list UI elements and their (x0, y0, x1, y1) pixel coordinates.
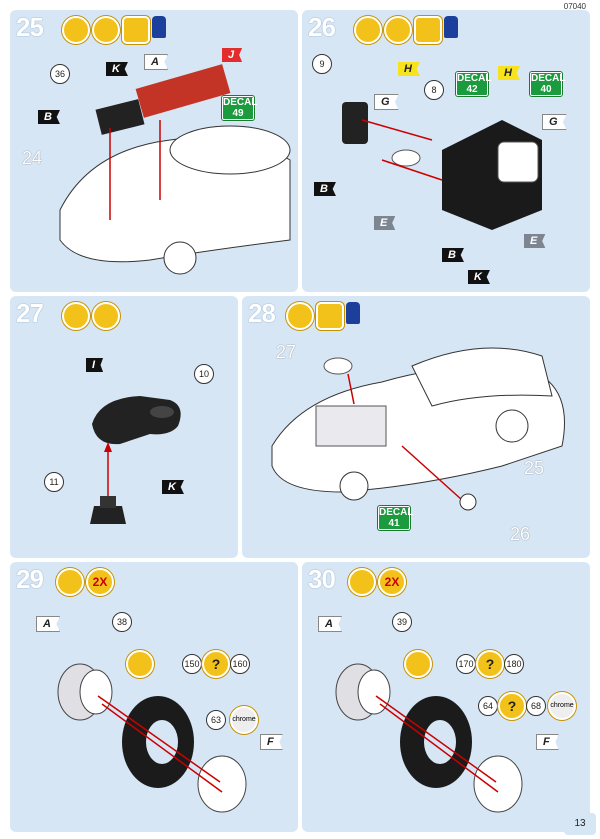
step-27-panel: 27 I K 10 11 (10, 296, 238, 558)
flag-j: J (222, 48, 243, 62)
callout-36: 36 (50, 64, 70, 84)
callout-160: 160 (230, 654, 250, 674)
paint-brush-icon (92, 16, 120, 44)
step-number: 27 (16, 298, 44, 328)
star-box-icon (122, 16, 150, 44)
paint-pot-icon (152, 16, 166, 38)
callout-180: 180 (504, 654, 524, 674)
glue-icon (62, 16, 90, 44)
callout-11: 11 (44, 472, 64, 492)
question-icon: ? (202, 650, 230, 678)
callout-38: 38 (112, 612, 132, 632)
paint-brush-icon (384, 16, 412, 44)
callout-39: 39 (392, 612, 412, 632)
step-30-panel: 30 2X A F 39 170 ? 180 64 ? 68 chrome (302, 562, 590, 832)
step-28-drawing (271, 347, 565, 511)
flag-b: B (38, 110, 60, 124)
flag-i: I (86, 358, 104, 372)
glue-icon (126, 650, 154, 678)
step-number: 28 (248, 298, 276, 328)
step-29-panel: 29 2X A F 38 150 ? 160 63 chrome (10, 562, 298, 832)
star-box-icon (414, 16, 442, 44)
quantity-badge: 2X (378, 568, 406, 596)
glue-icon (404, 650, 432, 678)
callout-68: 68 (526, 696, 546, 716)
flag-k: K (468, 270, 490, 284)
callout-64: 64 (478, 696, 498, 716)
part-label-26: 26 (510, 524, 531, 544)
step-27-drawing (90, 396, 181, 524)
step-29-drawing (57, 663, 247, 813)
step-number: 25 (16, 12, 44, 42)
glue-icon (62, 302, 90, 330)
step-number: 30 (308, 564, 336, 594)
star-box-icon (316, 302, 344, 330)
paint-brush-icon (56, 568, 84, 596)
kit-code: 07040 (563, 2, 586, 11)
question-icon: ? (498, 692, 526, 720)
callout-9: 9 (312, 54, 332, 74)
question-icon: ? (476, 650, 504, 678)
part-label-25: 25 (524, 458, 545, 478)
flag-e: E (374, 216, 396, 230)
paint-pot-icon (444, 16, 458, 38)
page-number: 13 (564, 813, 596, 835)
step-25-drawing (59, 64, 291, 275)
quantity-badge: 2X (86, 568, 114, 596)
chrome-icon: chrome (230, 706, 258, 734)
paint-brush-icon (92, 302, 120, 330)
part-label-27: 27 (276, 342, 297, 362)
flag-b: B (314, 182, 336, 196)
step-number: 29 (16, 564, 44, 594)
part-label-24: 24 (22, 148, 43, 168)
flag-b: B (442, 248, 464, 262)
flag-k: K (162, 480, 184, 494)
step-26-drawing (342, 102, 542, 230)
flag-h: H (398, 62, 420, 76)
step-number: 26 (308, 12, 336, 42)
callout-8: 8 (424, 80, 444, 100)
step-30-drawing (335, 663, 523, 813)
chrome-icon: chrome (548, 692, 576, 720)
callout-150: 150 (182, 654, 202, 674)
callout-170: 170 (456, 654, 476, 674)
flag-e: E (524, 234, 546, 248)
flag-k: K (106, 62, 128, 76)
paint-brush-icon (286, 302, 314, 330)
callout-63: 63 (206, 710, 226, 730)
callout-10: 10 (194, 364, 214, 384)
paint-brush-icon (348, 568, 376, 596)
glue-icon (354, 16, 382, 44)
flag-h: H (498, 66, 520, 80)
paint-pot-icon (346, 302, 360, 324)
